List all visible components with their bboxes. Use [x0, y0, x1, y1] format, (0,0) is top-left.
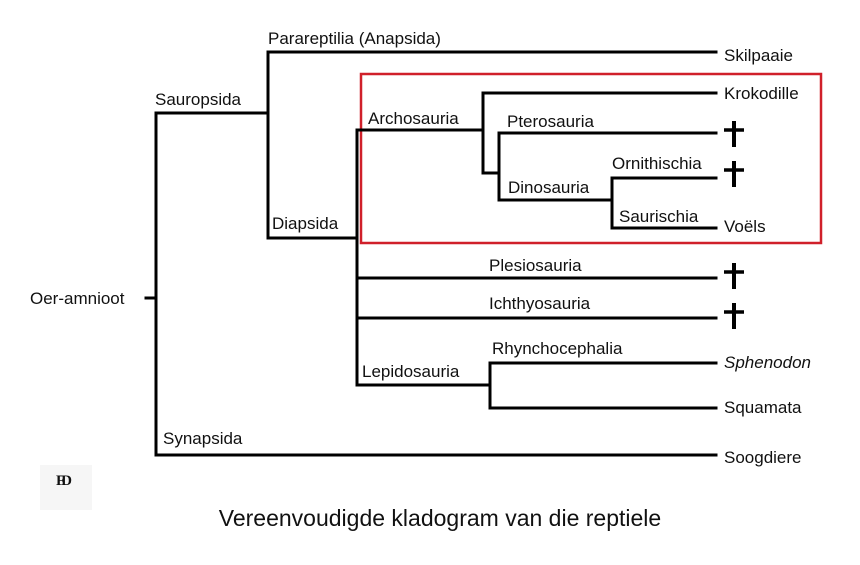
archosauria-highlight-box [359, 72, 823, 245]
dagger-icon [724, 121, 744, 147]
dagger-icon [724, 161, 744, 187]
root-label: Oer-amnioot [30, 289, 125, 308]
leaf-squamata: Squamata [724, 398, 802, 417]
clade-label-sauropsida: Sauropsida [155, 90, 242, 109]
clade-label-pterosauria: Pterosauria [507, 112, 594, 131]
clade-label-synapsida: Synapsida [163, 429, 243, 448]
clade-label-dinosauria: Dinosauria [508, 178, 590, 197]
clade-label-ichthyosauria: Ichthyosauria [489, 294, 591, 313]
leaf-skilpaaie: Skilpaaie [724, 46, 793, 65]
leaf-sphenodon: Sphenodon [724, 353, 811, 372]
dagger-icon [724, 263, 744, 289]
caption: Vereenvoudigde kladogram van die reptiel… [219, 505, 661, 531]
leaf-soogdiere: Soogdiere [724, 448, 802, 467]
clade-label-saurischia: Saurischia [619, 207, 699, 226]
clade-label-parareptilia: Parareptilia (Anapsida) [268, 29, 441, 48]
clade-label-plesiosauria: Plesiosauria [489, 256, 582, 275]
tree-branches [144, 50, 718, 457]
clade-label-lepidosauria: Lepidosauria [362, 362, 460, 381]
dagger-icon [724, 303, 744, 329]
signature-logo: FD [40, 465, 92, 510]
clade-label-archosauria: Archosauria [368, 109, 459, 128]
leaf-krokodille: Krokodille [724, 84, 799, 103]
clade-label-rhynchocephalia: Rhynchocephalia [492, 339, 623, 358]
clade-label-diapsida: Diapsida [272, 214, 339, 233]
clade-label-ornithischia: Ornithischia [612, 154, 702, 173]
leaf-voels: Voëls [724, 217, 766, 236]
